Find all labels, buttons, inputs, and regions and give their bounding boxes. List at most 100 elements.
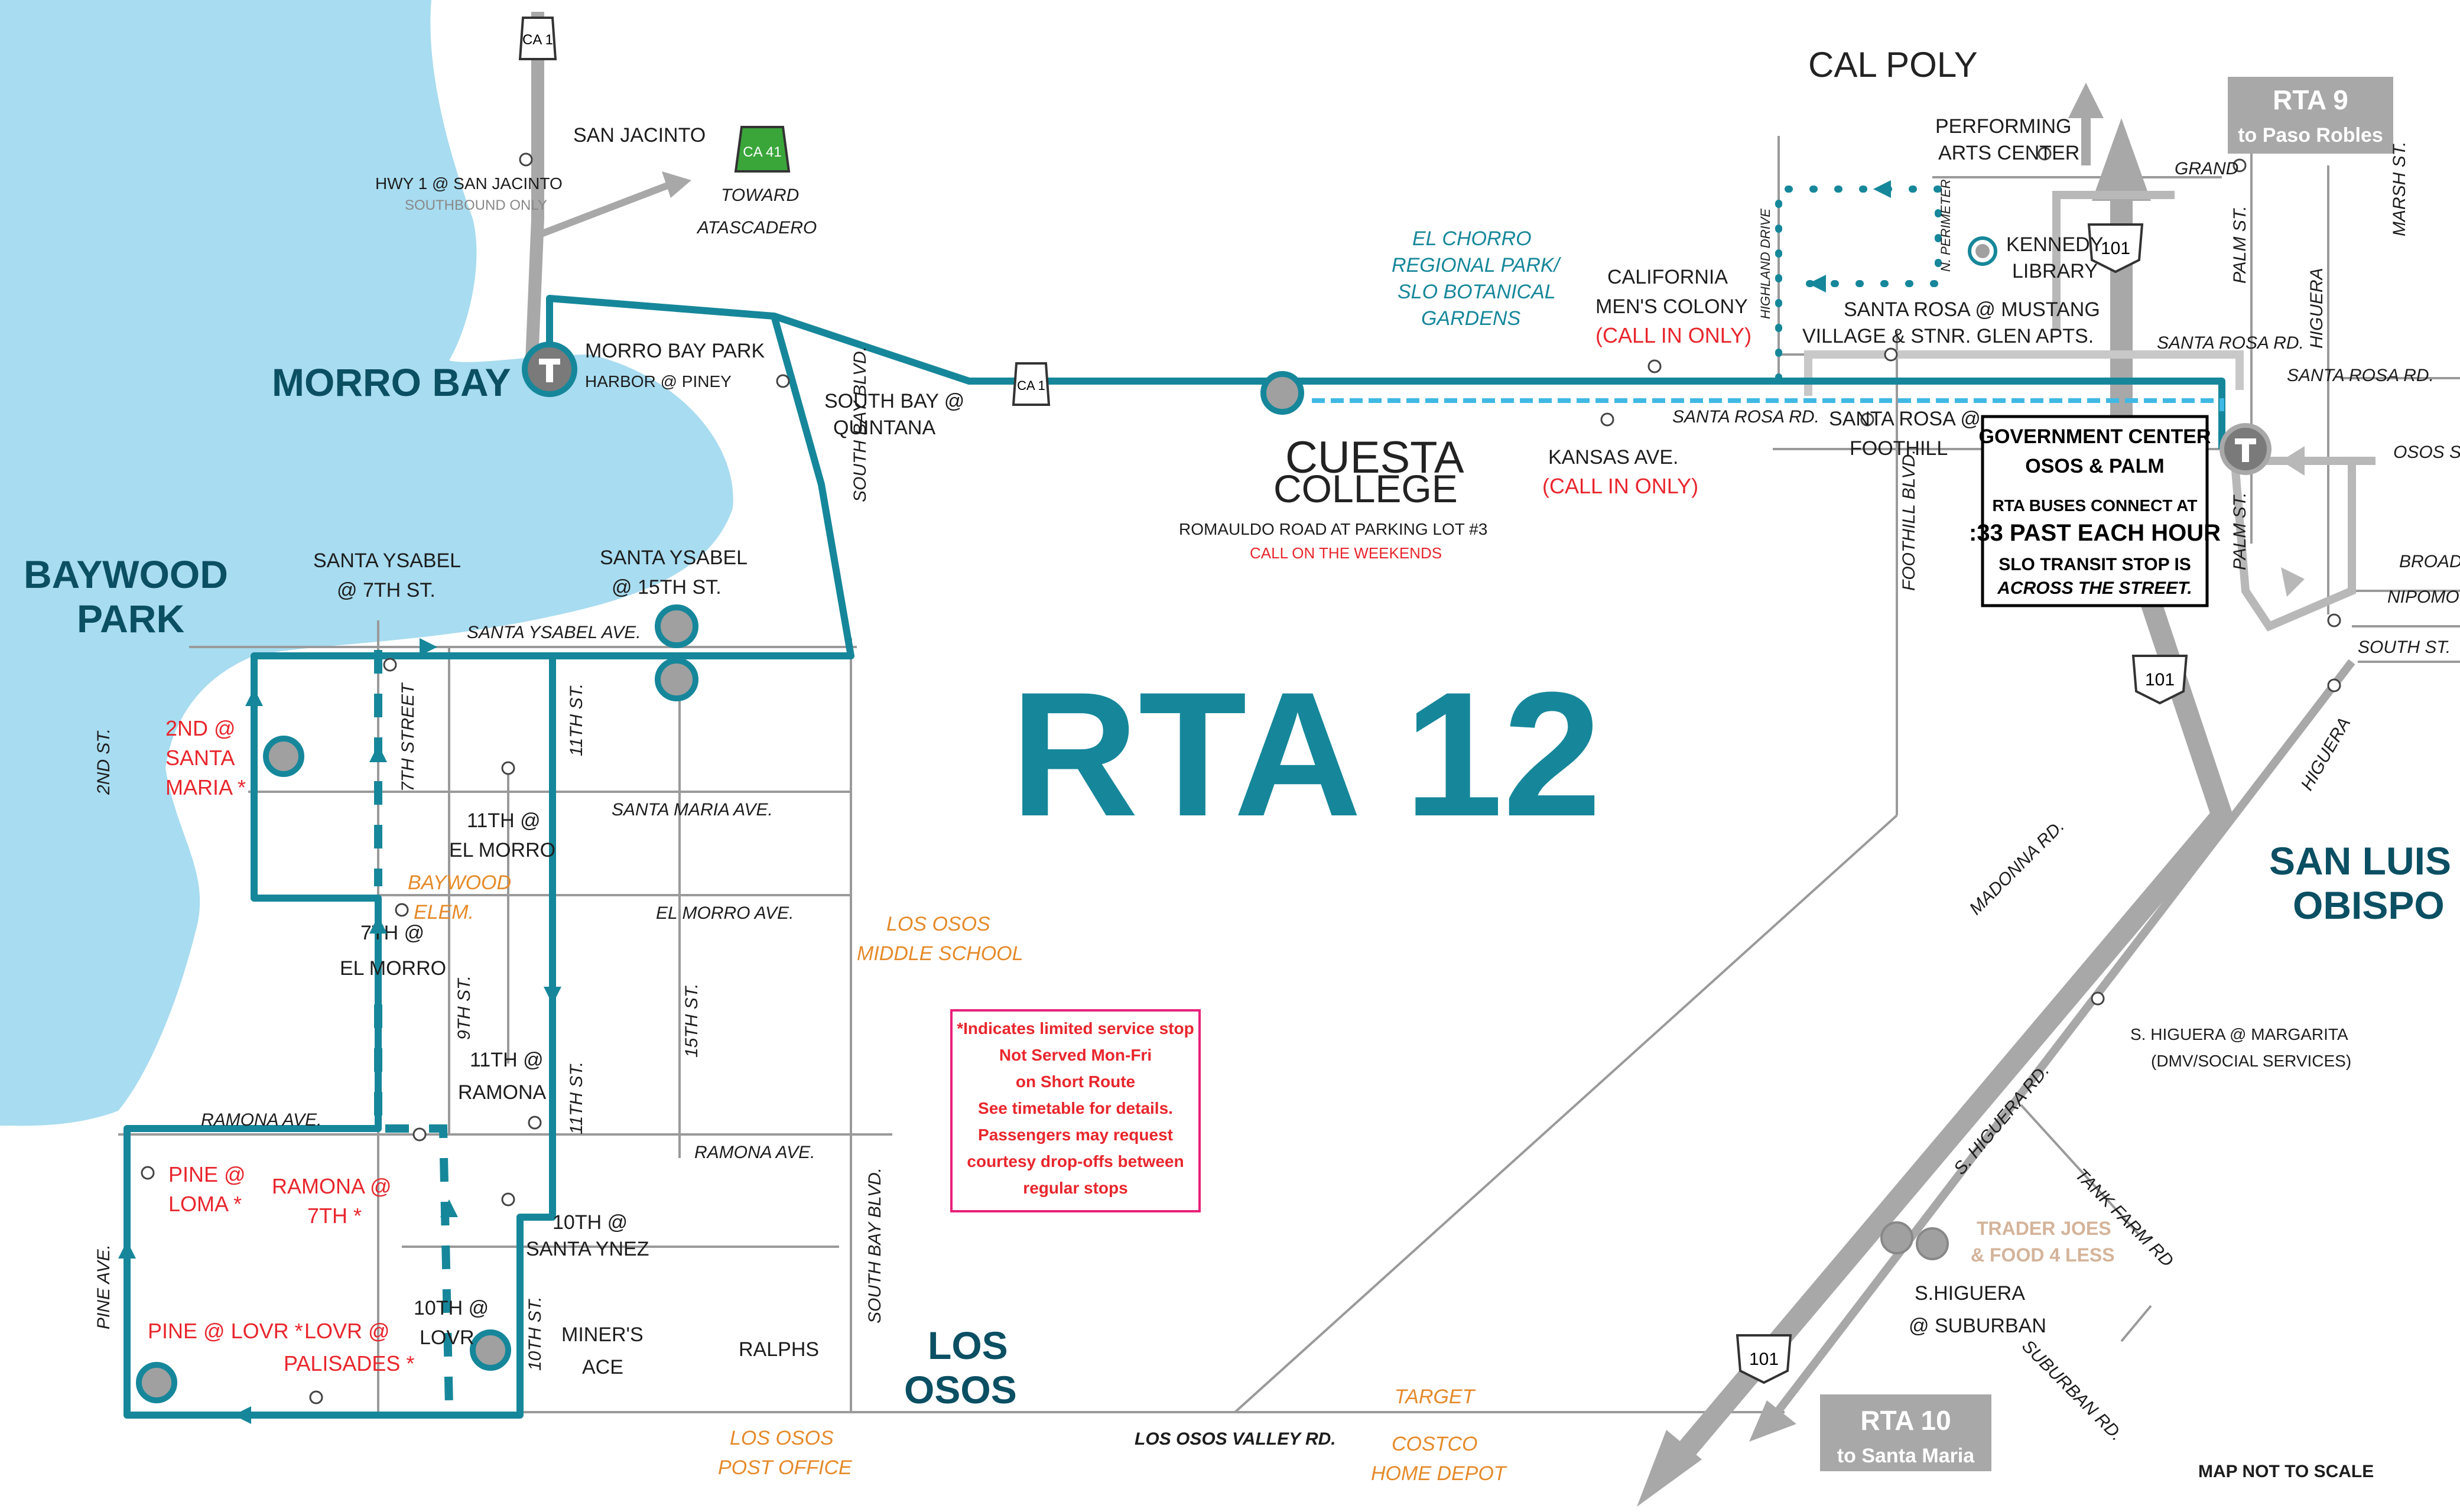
svg-text:HIGUERA: HIGUERA (2307, 268, 2326, 349)
rta10-transfer-box: RTA 10 to Santa Maria (1820, 1394, 1991, 1471)
margarita-2: (DMV/SOCIAL SERVICES) (2151, 1052, 2351, 1070)
baywood-elem-2: ELEM. (414, 901, 474, 924)
lo-middle-2: MIDDLE SCHOOL (857, 942, 1023, 965)
svg-text:HIGHLAND DRIVE: HIGHLAND DRIVE (1758, 209, 1773, 319)
ram7-2: 7TH * (307, 1204, 362, 1228)
svg-text:CA 1: CA 1 (522, 32, 553, 48)
el-chorro-3: SLO BOTANICAL (1398, 281, 1556, 303)
costco-2: HOME DEPOT (1371, 1462, 1507, 1485)
svg-text:to Santa Maria: to Santa Maria (1837, 1445, 1975, 1467)
svg-text:9TH ST.: 9TH ST. (454, 976, 474, 1040)
lo-middle-1: LOS OSOS (886, 913, 990, 935)
suburban-2: @ SUBURBAN (1909, 1315, 2046, 1337)
south-bay-label-1: SOUTH BAY @ (824, 390, 964, 412)
svg-text:Passengers may request: Passengers may request (978, 1126, 1173, 1144)
el-chorro-4: GARDENS (1421, 307, 1520, 330)
mustang-1: SANTA ROSA @ MUSTANG (1844, 298, 2100, 321)
cal-poly-logo: CAL POLY (1808, 45, 1978, 84)
street-santa-maria: SANTA MARIA AVE. (612, 800, 773, 820)
svg-text:OSOS & PALM: OSOS & PALM (2025, 455, 2165, 477)
svg-text:11TH ST.: 11TH ST. (567, 1062, 586, 1134)
svg-text:courtesy drop-offs between: courtesy drop-offs between (967, 1152, 1184, 1170)
lopo-2: POST OFFICE (718, 1456, 852, 1479)
kansas-2: (CALL IN ONLY) (1542, 474, 1698, 498)
mb-park-label-2: HARBOR @ PINEY (585, 372, 732, 391)
svg-text:RTA 9: RTA 9 (2273, 84, 2348, 115)
baywood-elem-1: BAYWOOD (408, 872, 511, 894)
sb-only-label: SOUTHBOUND ONLY (405, 197, 547, 213)
not-to-scale-note: MAP NOT TO SCALE (2198, 1462, 2374, 1481)
trader-1: TRADER JOES (1977, 1218, 2111, 1239)
kansas-1: KANSAS AVE. (1548, 446, 1678, 469)
svg-text:*Indicates limited service sto: *Indicates limited service stop (957, 1019, 1194, 1038)
street-el-morro: EL MORRO AVE. (656, 903, 794, 923)
street-south: SOUTH ST. (2358, 638, 2451, 657)
svg-text:PINE AVE.: PINE AVE. (94, 1244, 113, 1329)
city-baywood-2: PARK (77, 597, 184, 640)
us101-shield-icon: 101 (2087, 223, 2144, 274)
street-santa-ysabel: SANTA YSABEL AVE. (467, 623, 641, 642)
mustang-2: VILLAGE & STNR. GLEN APTS. (1802, 325, 2094, 347)
target-label: TARGET (1395, 1386, 1476, 1408)
svg-text:N. PERIMETER: N. PERIMETER (1938, 179, 1953, 272)
cuesta-2: COLLEGE (1273, 467, 1458, 510)
svg-text:GOVERNMENT CENTER: GOVERNMENT CENTER (1979, 425, 2211, 448)
svg-text:FOOTHILL BLVD.: FOOTHILL BLVD. (1899, 449, 1919, 591)
ca41-shield-icon: CA 41 (734, 126, 791, 173)
svg-text:to Paso Robles: to Paso Robles (2238, 124, 2383, 147)
pine-loma-2: LOMA * (168, 1192, 242, 1216)
sy10-2: SANTA YNEZ (526, 1238, 649, 1260)
cmc-3: (CALL IN ONLY) (1595, 323, 1751, 347)
svg-text:101: 101 (2145, 670, 2175, 690)
svg-text:MARSH ST.: MARSH ST. (2390, 141, 2409, 236)
street-santa-rosa-far: SANTA ROSA RD. (2287, 366, 2434, 385)
ralphs-label: RALPHS (739, 1338, 819, 1361)
street-lovr: LOS OSOS VALLEY RD. (1135, 1429, 1336, 1449)
pine-lovr-label: PINE @ LOVR * (148, 1319, 303, 1343)
atascadero-label: ATASCADERO (696, 218, 817, 238)
toward-label: TOWARD (721, 186, 799, 205)
ram11-2: RAMONA (458, 1081, 547, 1104)
ca1-shield-icon: CA 1 (518, 17, 557, 60)
rta9-transfer-box: RTA 9 to Paso Robles (2228, 77, 2393, 154)
svg-text:7TH STREET: 7TH STREET (398, 682, 418, 792)
direction-arrows (118, 180, 1891, 1424)
san-jacinto-label: SAN JACINTO (573, 124, 706, 147)
svg-text::33 PAST EACH HOUR: :33 PAST EACH HOUR (1969, 520, 2221, 546)
sy7-1: SANTA YSABEL (313, 549, 461, 572)
city-los-osos-2: OSOS (904, 1368, 1017, 1412)
street-broad: BROAD S (2399, 552, 2460, 571)
svg-text:10TH ST.: 10TH ST. (525, 1296, 545, 1371)
map-title: RTA 12 (1010, 655, 1601, 853)
costco-1: COSTCO (1392, 1433, 1477, 1455)
street-ramona-w: RAMONA AVE. (201, 1110, 322, 1130)
svg-text:on Short Route: on Short Route (1016, 1072, 1135, 1091)
mb-park-label-1: MORRO BAY PARK (585, 340, 765, 362)
svg-text:101: 101 (1749, 1350, 1779, 1369)
svg-text:See timetable for details.: See timetable for details. (978, 1099, 1173, 1117)
cmc-2: MEN'S COLONY (1595, 295, 1748, 318)
svg-text:Not Served Mon-Fri: Not Served Mon-Fri (999, 1046, 1152, 1064)
cmc-1: CALIFORNIA (1607, 266, 1728, 288)
morro-bay-water (0, 0, 733, 1126)
limited-service-note: *Indicates limited service stop Not Serv… (950, 1009, 1201, 1212)
svg-text:CA 41: CA 41 (743, 144, 781, 160)
ram7-1: RAMONA @ (272, 1174, 392, 1198)
el-chorro-1: EL CHORRO (1412, 227, 1532, 250)
foothill-stop-1: SANTA ROSA @ (1829, 408, 1981, 430)
suburban-1: S.HIGUERA (1915, 1282, 2025, 1305)
pac-2: ARTS CENTER (1938, 142, 2079, 164)
us101-shield-icon-2: 101 (2131, 655, 2188, 705)
sy15-2: @ 15TH ST. (612, 576, 722, 599)
cuesta-1: CUESTA (1285, 433, 1464, 483)
svg-text:11TH ST.: 11TH ST. (567, 684, 586, 756)
svg-text:SLO TRANSIT STOP IS: SLO TRANSIT STOP IS (1998, 555, 2191, 574)
em11-2: EL MORRO (449, 839, 555, 861)
sm2-3: MARIA * (165, 775, 246, 799)
svg-text:SOUTH BAY BLVD.: SOUTH BAY BLVD. (850, 346, 870, 502)
lovr10-2: LOVR (420, 1326, 475, 1349)
street-nipomo: NIPOMO S (2387, 587, 2460, 607)
kennedy-2: LIBRARY (2012, 260, 2098, 282)
lovr-pal-2: PALISADES * (284, 1351, 414, 1376)
